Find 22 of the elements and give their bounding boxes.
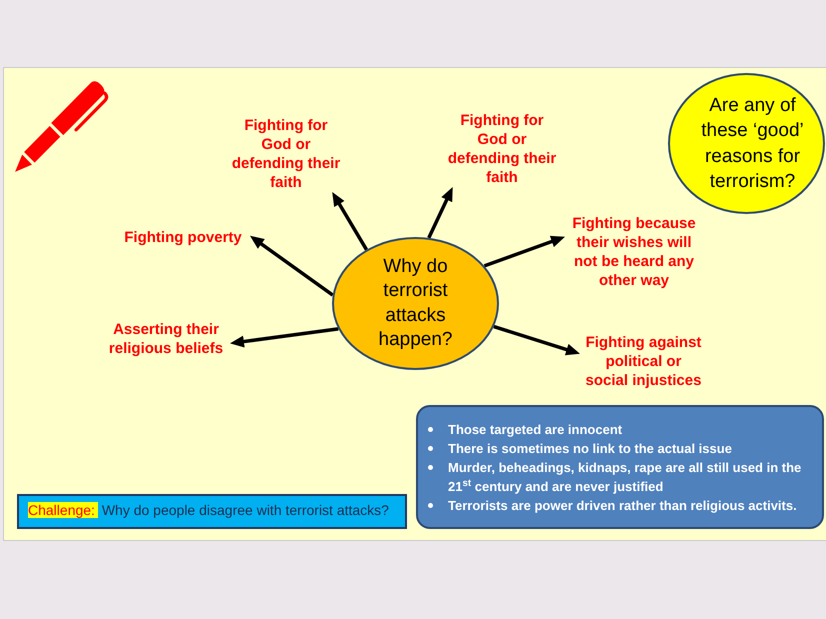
info-panel: [416, 405, 824, 529]
arrow: [427, 186, 454, 239]
question-text: Why do terrorist attacks happen?: [378, 254, 454, 352]
reason-label: Fighting against political or social injustices: [580, 333, 707, 390]
bullet-text: Those targeted are innocent: [448, 421, 622, 439]
arrow: [493, 324, 581, 356]
reason-label: Fighting poverty: [116, 228, 250, 247]
arrow: [484, 235, 566, 268]
question-text: Are any of these ‘good’ reasons for terrorism?: [700, 94, 805, 194]
challenge-box: [17, 494, 407, 529]
reason-label: Fighting for God or defending their faith: [226, 116, 346, 192]
arrow: [330, 191, 368, 251]
arrow: [248, 234, 334, 297]
reason-label: Asserting their religious beliefs: [102, 320, 230, 358]
challenge-label: Challenge:: [28, 502, 98, 518]
arrow: [230, 327, 339, 348]
reason-label: Fighting for God or defending their faith: [442, 111, 562, 187]
challenge-question: Why do people disagree with terrorist attacks?: [102, 502, 389, 518]
bullet-text: Terrorists are power driven rather than religious activits.: [448, 497, 797, 515]
bullet-text: There is sometimes no link to the actual issue: [448, 440, 732, 458]
bullet-text: Murder, beheadings, kidnaps, rape are all still used in the 21$^{st}$ century and are never justified: [448, 459, 802, 496]
reason-label: Fighting because their wishes will not be heard any other way: [565, 214, 703, 290]
